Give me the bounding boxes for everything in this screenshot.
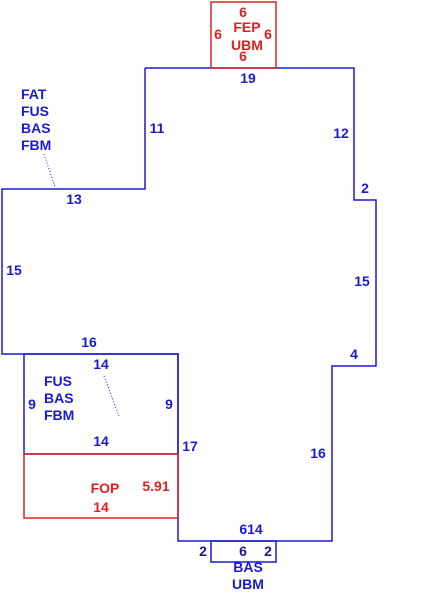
main-label-leader [43, 153, 56, 188]
inner-room-code-2: BAS [44, 390, 74, 406]
open-porch-outline [23, 453, 179, 519]
dim-left-ledge: 13 [66, 191, 82, 207]
top-porch-dim-left: 6 [214, 26, 222, 42]
bottom-box-dim-right: 2 [264, 543, 272, 559]
inner-room-dim-bottom: 14 [93, 433, 109, 449]
dim-lower-right-wall: 16 [310, 445, 326, 461]
main-building-outline [1, 67, 377, 542]
inner-room-code-3: FBM [44, 407, 74, 423]
dim-upper-left-wall: 11 [150, 120, 165, 136]
inner-room-leader [103, 375, 120, 417]
dim-lower-inner-wall: 17 [182, 438, 198, 454]
open-porch-dim-bottom: 14 [93, 499, 109, 515]
inner-room-code-1: FUS [44, 373, 72, 389]
bottom-box-dim-left: 2 [199, 543, 207, 559]
bottom-box-outline [210, 540, 277, 563]
top-porch-dim-right: 6 [264, 26, 272, 42]
inner-room-dim-right: 9 [165, 396, 173, 412]
top-porch-code-1: FEP [233, 19, 260, 35]
inner-room-dim-top: 14 [93, 356, 109, 372]
top-porch-dim-bottom: 6 [239, 48, 247, 64]
main-code-3: BAS [21, 120, 51, 136]
dim-left-wall: 15 [6, 262, 22, 278]
dim-top: 19 [240, 70, 256, 86]
dim-upper-right-wall: 12 [333, 125, 349, 141]
bottom-box-code-1: BAS [233, 559, 263, 575]
dim-left-bottom: 16 [81, 334, 97, 350]
top-porch-dim-top: 6 [239, 4, 247, 20]
bottom-box-code-2: UBM [232, 576, 264, 592]
inner-room-dim-left: 9 [28, 396, 36, 412]
top-porch-outline [210, 1, 277, 69]
bottom-box-dim-middle: 6 [239, 543, 247, 559]
main-code-1: FAT [21, 86, 47, 102]
top-porch-code-2: UBM [231, 37, 263, 53]
main-code-4: FBM [21, 137, 51, 153]
main-code-2: FUS [21, 103, 49, 119]
dim-bottom: 614 [239, 521, 263, 537]
dim-lower-right-step: 4 [350, 346, 358, 362]
open-porch-area: 5.91 [142, 478, 169, 494]
dim-right-step: 2 [361, 180, 369, 196]
open-porch-code: FOP [91, 480, 120, 496]
dim-right-wall: 15 [354, 273, 370, 289]
